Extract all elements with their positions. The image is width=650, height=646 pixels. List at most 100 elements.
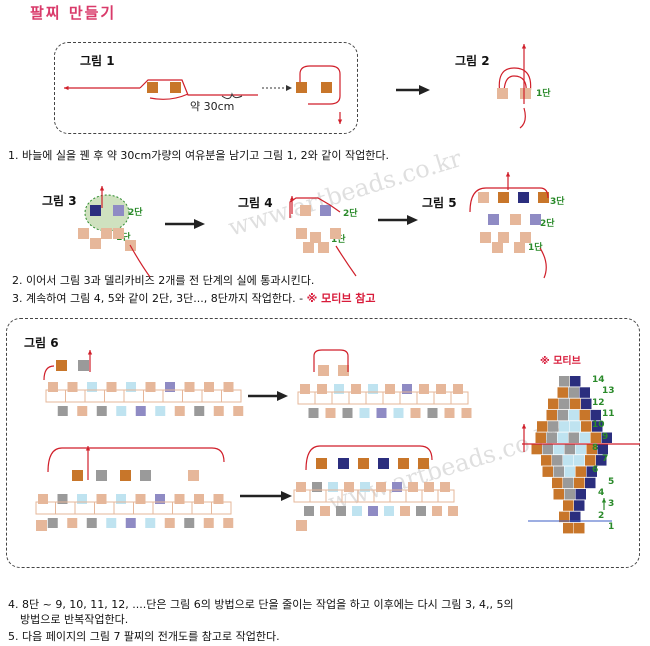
bead-brown bbox=[552, 477, 563, 489]
bead-lightblue bbox=[352, 506, 362, 516]
fig2-label: 그림 2 bbox=[455, 54, 490, 68]
fig4-row2: 2단 bbox=[343, 209, 358, 219]
bead-brown bbox=[563, 500, 574, 511]
bead-peach bbox=[448, 506, 458, 516]
fig1-brace bbox=[221, 92, 243, 100]
step-4-line1: 4. 8단 ~ 9, 10, 11, 12, ....단은 그림 6의 방법으로… bbox=[8, 598, 514, 611]
fig1-loop bbox=[149, 93, 189, 100]
bead-peach bbox=[204, 382, 214, 392]
motif-row-9: 9 bbox=[602, 431, 609, 442]
fig5-row3: 3단 bbox=[550, 197, 565, 207]
fig6-tr-loop bbox=[313, 349, 349, 372]
fig6-tl-thread-loop bbox=[221, 389, 242, 403]
bead-lightblue bbox=[553, 443, 564, 455]
bead-peach bbox=[317, 384, 327, 394]
bead-peach bbox=[300, 205, 311, 216]
bead-brown bbox=[585, 455, 596, 466]
bead-brown bbox=[548, 398, 559, 410]
motif-row-11: 11 bbox=[602, 408, 615, 419]
step-3-text: 3. 계속하여 그림 4, 5와 같이 2단, 3단..., 8단까지 작업한다… bbox=[12, 292, 307, 305]
figure-1-panel bbox=[54, 42, 358, 134]
bead-navy bbox=[581, 398, 592, 410]
bead-peach bbox=[497, 88, 508, 99]
bead-lightblue bbox=[87, 382, 97, 392]
fig6-tr-thread-loop bbox=[450, 391, 469, 405]
fig5-tail bbox=[539, 247, 547, 279]
bead-navy bbox=[378, 458, 389, 469]
bead-gray bbox=[568, 432, 579, 443]
bead-navy bbox=[601, 432, 612, 443]
bead-peach bbox=[419, 384, 429, 394]
bead-peach bbox=[174, 494, 185, 504]
bead-peach bbox=[520, 232, 531, 243]
bead-brown bbox=[418, 458, 429, 469]
bead-peach bbox=[325, 408, 336, 418]
step-5: 5. 다음 페이지의 그림 7 팔찌의 전개도를 참고로 작업한다. bbox=[8, 630, 280, 643]
bead-peach bbox=[400, 506, 410, 516]
motif-row-7: 7 bbox=[602, 454, 609, 465]
bead-peach bbox=[498, 232, 509, 243]
bead-purple bbox=[155, 494, 165, 504]
motif-row-8: 8 bbox=[592, 442, 599, 453]
bead-brown bbox=[546, 409, 557, 421]
bead-gray bbox=[427, 408, 438, 418]
bead-lightblue bbox=[334, 384, 344, 394]
fig4-thread bbox=[289, 197, 341, 218]
fig5-loop-top bbox=[469, 187, 549, 213]
motif-red-arrow-head bbox=[521, 424, 527, 429]
bead-peach bbox=[38, 494, 48, 504]
bead-purple bbox=[165, 382, 175, 392]
bead-peach bbox=[444, 408, 455, 418]
bead-peach bbox=[36, 520, 47, 531]
bead-lightblue bbox=[393, 408, 404, 418]
bead-navy bbox=[596, 455, 607, 466]
step-3-motif-ref: ※ 모티브 참고 bbox=[306, 292, 376, 305]
bead-purple bbox=[135, 406, 146, 416]
bead-peach bbox=[478, 192, 489, 203]
bead-lightblue bbox=[579, 432, 590, 443]
bead-purple bbox=[125, 518, 136, 528]
bead-brown bbox=[538, 192, 549, 203]
bead-lightblue bbox=[77, 494, 87, 504]
bead-peach bbox=[174, 406, 185, 416]
bead-peach bbox=[296, 228, 307, 239]
bead-purple bbox=[392, 482, 402, 492]
bead-gray bbox=[552, 455, 563, 466]
bead-peach bbox=[424, 482, 434, 492]
fig5-row1: 1단 bbox=[528, 243, 543, 253]
process-arrow-head bbox=[281, 491, 292, 501]
bead-lightblue bbox=[360, 482, 370, 492]
bead-peach bbox=[203, 518, 214, 528]
step-4-line2: 방법으로 반복작업한다. bbox=[20, 613, 129, 626]
bead-peach bbox=[213, 406, 224, 416]
bead-peach bbox=[303, 242, 314, 253]
bead-navy bbox=[575, 489, 586, 500]
bead-lightblue bbox=[384, 506, 394, 516]
bead-lightblue bbox=[328, 482, 338, 492]
bead-purple bbox=[113, 205, 124, 216]
bead-lightblue bbox=[145, 518, 156, 528]
bead-peach bbox=[351, 384, 361, 394]
bead-navy bbox=[90, 205, 101, 216]
fig1-result-loop bbox=[299, 65, 341, 105]
bead-lightblue bbox=[106, 518, 117, 528]
bead-lightblue bbox=[368, 384, 378, 394]
bead-peach bbox=[223, 518, 234, 528]
bead-navy bbox=[597, 443, 608, 455]
bead-peach bbox=[188, 470, 199, 481]
bead-peach bbox=[344, 482, 354, 492]
bead-gray bbox=[548, 421, 559, 432]
bead-peach bbox=[78, 228, 89, 239]
fig6-tl-thread bbox=[43, 365, 55, 381]
bead-brown bbox=[147, 82, 158, 93]
bead-purple bbox=[402, 384, 412, 394]
fig2-loop-inner bbox=[503, 75, 527, 95]
bead-navy bbox=[338, 458, 349, 469]
bead-navy bbox=[579, 387, 590, 398]
bead-peach bbox=[233, 406, 244, 416]
bead-gray bbox=[342, 408, 353, 418]
bead-peach bbox=[67, 518, 78, 528]
fig1-length-label: 약 30cm bbox=[190, 100, 235, 113]
motif-row-3: 3 bbox=[608, 499, 615, 510]
bead-gray bbox=[546, 432, 557, 443]
